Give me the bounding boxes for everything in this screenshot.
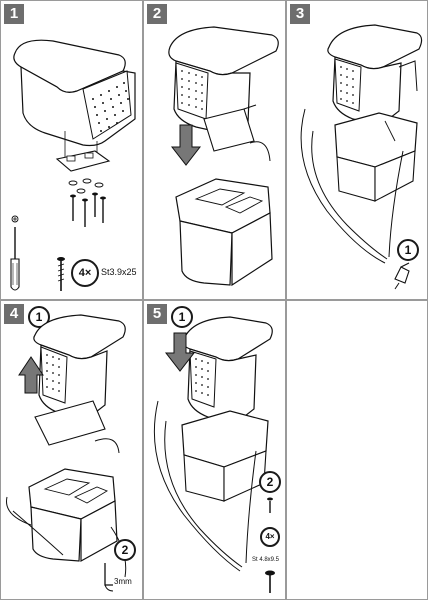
- up-arrow-icon: [18, 356, 44, 394]
- small-screw-spec: St 4.8x9.5: [252, 557, 280, 563]
- screw-quantity: 4×: [71, 259, 99, 287]
- step-4-panel: 4 1: [0, 300, 143, 600]
- step-1-panel: 1: [0, 0, 143, 300]
- step-5-sub-callout-right: 2: [259, 471, 281, 493]
- step-2-panel: 2: [143, 0, 286, 300]
- step-3-sub-callout: 1: [397, 239, 419, 261]
- step-5-sub-callout-top: 1: [171, 306, 193, 328]
- phillips-screwdriver-icon: [10, 215, 20, 291]
- screw-spec: St3.9x25: [101, 267, 137, 277]
- screw-icon: [57, 257, 65, 291]
- step-2-badge: 2: [147, 4, 167, 24]
- small-screw-quantity: 4×: [260, 527, 280, 547]
- down-arrow-icon: [164, 332, 196, 372]
- lever-icon: [394, 262, 410, 290]
- step-5-badge: 5: [147, 304, 167, 324]
- empty-panel: [286, 300, 428, 600]
- step-4-badge: 4: [4, 304, 24, 324]
- step-1-illustration: [13, 39, 136, 227]
- drill-size-label: 3mm: [114, 577, 132, 586]
- step-3-panel: 3 1: [286, 0, 428, 300]
- step-4-sub-callout-bottom: 2: [114, 539, 136, 561]
- step-1-badge: 1: [4, 4, 24, 24]
- drill-icon: [104, 563, 114, 592]
- step-3-illustration: [300, 24, 423, 264]
- step-4-illustration: [6, 314, 127, 578]
- small-screw-icon: [265, 497, 275, 593]
- step-2-illustration: [168, 26, 279, 287]
- step-5-illustration: [153, 316, 273, 572]
- step-5-panel: 5 1 2: [143, 300, 286, 600]
- step-4-sub-callout-top: 1: [28, 306, 50, 328]
- step-3-badge: 3: [290, 4, 310, 24]
- down-arrow-icon: [170, 124, 202, 166]
